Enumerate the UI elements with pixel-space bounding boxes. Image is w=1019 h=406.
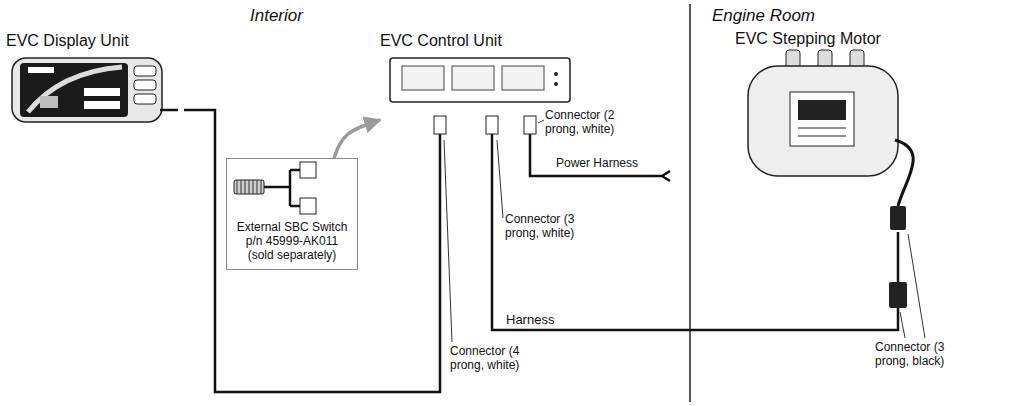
section-label: Interior [250,6,303,26]
display-unit: EVC Display Unit [6,32,184,136]
unit-heading: EVC Stepping Motor [735,30,926,48]
sbc-switch-drawing [234,162,316,214]
connector-label: Connector (4 prong, white) [450,344,546,373]
connector-label: Connector (3 prong, white) [505,212,601,241]
connection-arrow [334,120,380,158]
unit-heading: EVC Control Unit [380,32,581,50]
cable-line [492,154,898,330]
connector-label: Connector (3 prong, black) [875,340,975,369]
section-divider [689,4,691,402]
power-harness-wire [530,134,670,181]
stepping-motor-drawing [748,50,913,308]
sbc-switch-box: External SBC Switch p/n 45999-AK011 (sol… [226,158,358,270]
leader-lines [444,120,925,342]
wire-label: Power Harness [556,156,638,170]
part-note: External SBC Switch p/n 45999-AK011 (sol… [233,221,351,262]
edge-label: Harness [504,312,556,327]
cable-line [184,110,440,392]
unit-heading: EVC Display Unit [6,32,184,50]
control-unit-drawing [390,58,570,154]
section-label: Engine Room [712,6,815,26]
connector-label: Connector (2 prong, white) [545,108,641,137]
stepping-motor: EVC Stepping Motor [735,30,926,232]
display-unit-drawing [12,58,178,122]
